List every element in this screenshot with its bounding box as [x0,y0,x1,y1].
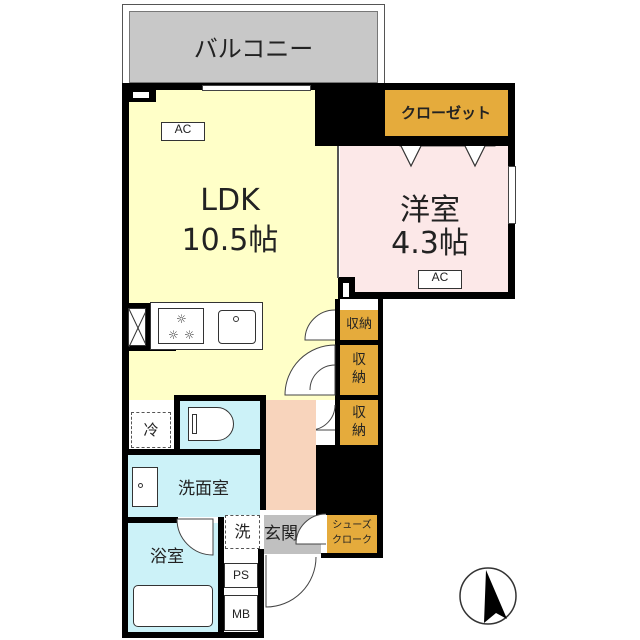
wall [218,517,224,638]
wall [128,449,266,455]
wall [321,553,383,558]
wall [377,445,383,558]
ps-label: PS [232,568,249,582]
western-room-label: 洋室 [400,193,460,228]
ldk-size: 10.5帖 [181,223,279,258]
storage-3: 収納 [340,400,378,446]
balcony-window[interactable] [202,85,311,91]
fridge-space: 冷 [131,412,171,448]
storage-door-arcs[interactable] [270,309,340,450]
shoe-closet-door[interactable] [290,512,330,552]
ldk-ac-unit: AC [161,122,205,141]
hallway [266,400,316,510]
wall [335,340,383,345]
bathtub-icon [133,585,213,627]
wall [315,83,515,90]
sink-icon [218,310,256,344]
closet: クローゼット [384,90,508,138]
storage-1: 収納 [340,310,378,340]
western-room-size: 4.3帖 [391,226,469,261]
wall [174,395,180,455]
storage-1-label: 収納 [345,317,372,332]
wall [335,299,340,449]
balcony: バルコニー [129,11,378,83]
washer-label: 洗 [234,522,251,541]
storage-2: 収納 [340,345,378,395]
wall-notch [343,283,349,297]
entrance-door[interactable] [264,555,324,615]
wall [338,292,515,299]
fridge-label: 冷 [143,421,159,439]
shoe-closet-line1: シューズ [332,520,372,531]
kitchen-shelf [128,308,148,348]
shoe-closet: シューズ クローク [327,515,377,553]
ldk-label: LDK [200,183,260,218]
western-room-window[interactable] [508,166,516,224]
mb-space: MB [224,595,258,631]
wall [384,136,515,146]
bathroom-label: 浴室 [150,547,184,567]
closet-label: クローゼット [400,104,491,122]
western-room [340,146,510,294]
wall [316,445,383,515]
wall [258,549,264,638]
wall-notch [133,92,149,98]
bathroom-door[interactable] [175,517,220,557]
washbasin-icon [132,467,158,507]
ps-space: PS [224,563,258,588]
stove-icon: ☼ ☼ ☼ [158,308,204,344]
washer-space: 洗 [225,515,260,549]
wall [122,83,129,638]
svg-text:☼: ☼ [176,312,187,326]
svg-text:☼: ☼ [184,328,195,342]
toilet-icon [188,407,234,441]
shoe-closet-line2: クローク [332,535,372,546]
wall [122,632,262,638]
wall [174,395,266,401]
washroom-label: 洗面室 [178,479,229,499]
wall [378,299,383,449]
north-arrow-icon [459,567,517,625]
balcony-label: バルコニー [193,35,314,63]
partition-sliding-door[interactable] [337,146,339,278]
storage-3-label: 収納 [352,405,366,439]
wall [335,395,383,400]
western-ac-unit: AC [418,270,462,289]
wall-block [315,83,385,146]
entrance-label: 玄関 [264,524,298,544]
mb-label: MB [232,607,250,621]
storage-2-label: 収納 [352,352,366,386]
wall [128,517,178,523]
wall [260,395,266,510]
svg-text:☼: ☼ [168,328,179,342]
